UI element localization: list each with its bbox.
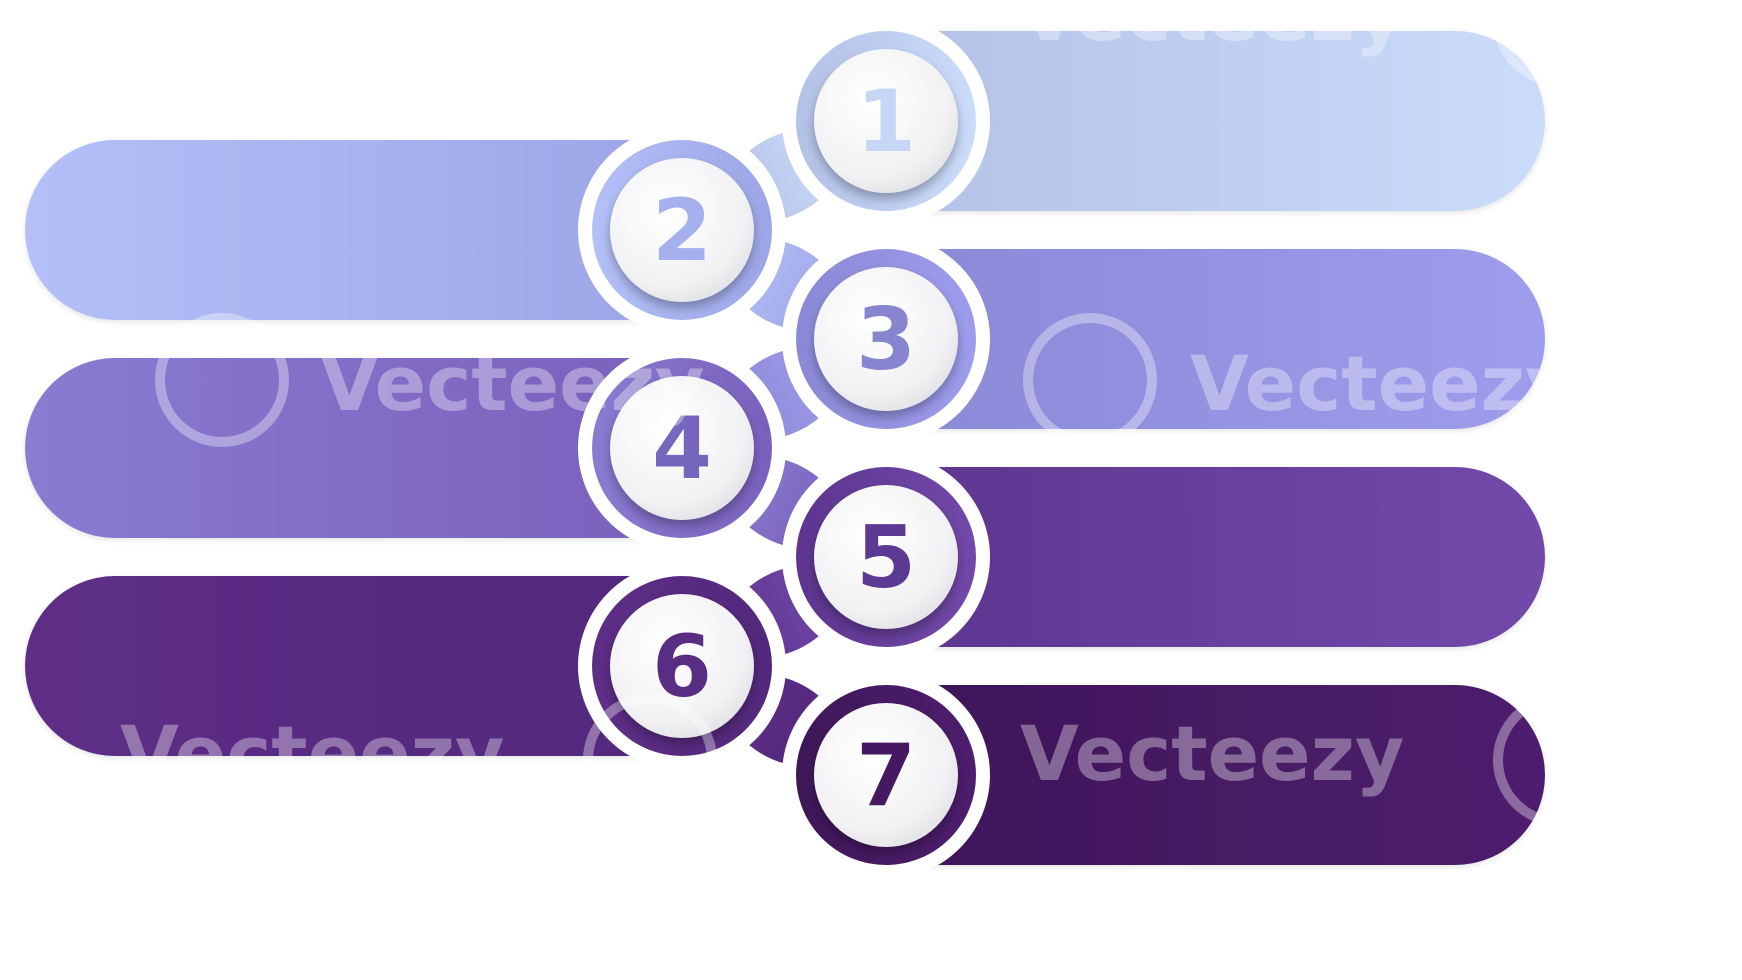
watermark-logo-icon [1493,0,1627,87]
step-circles-layer: 1 2 3 4 5 6 7 [578,17,990,879]
step-disc-7 [814,703,958,847]
step-bars-layer [25,31,1545,865]
step-disc-1 [814,49,958,193]
watermark-text: Vecteezy [120,709,504,798]
step-number-5: 5 [856,508,916,608]
step-number-2: 2 [652,181,712,281]
step-disc-5 [814,485,958,629]
watermark-logo-icon [583,693,717,827]
watermark-text: Vecteezy [320,339,704,428]
watermark-text: Vecteezy [1020,0,1404,58]
watermark-text: Vecteezy [1020,709,1404,798]
step-number-4: 4 [652,399,712,499]
step-bar-2 [25,140,680,320]
watermark-logo-icon [583,0,717,87]
step-bar-3 [888,249,1545,429]
step-bar-1 [888,31,1545,211]
watermark-logo-icon [1493,693,1627,827]
step-disc-4 [610,376,754,520]
step-bar-5 [888,467,1545,647]
step-bar-6 [25,576,680,756]
step-bar-7 [888,685,1545,865]
step-disc-6 [610,594,754,738]
step-number-7: 7 [856,726,916,826]
watermark-text: Vecteezy [1190,339,1574,428]
step-bar-4 [25,358,680,538]
step-disc-2 [610,158,754,302]
watermark-logo-icon [1023,313,1157,447]
step-disc-3 [814,267,958,411]
step-number-6: 6 [652,617,712,717]
watermark-logo-icon [155,313,289,447]
watermark-text: Vecteezy [120,0,504,58]
step-number-3: 3 [856,290,916,390]
step-number-1: 1 [856,72,916,172]
